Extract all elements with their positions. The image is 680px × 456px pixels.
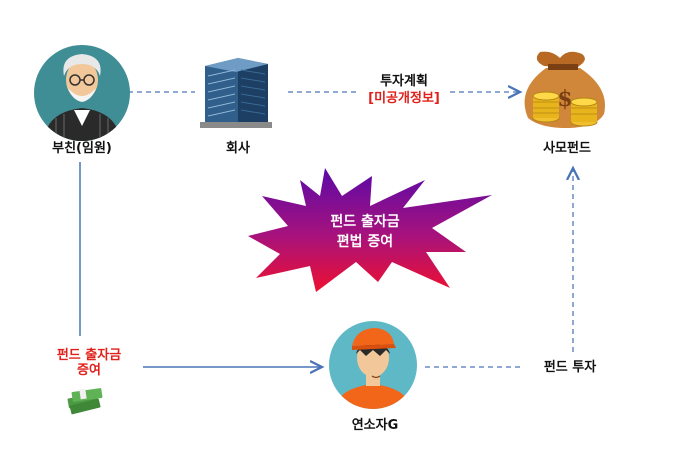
fund-label: 사모펀드	[543, 141, 591, 156]
investment-plan-label: 투자계획	[380, 74, 428, 89]
gift-label-line1: 펀드 출자금	[56, 348, 122, 363]
company-label: 회사	[226, 141, 250, 156]
child-avatar-icon	[329, 321, 417, 409]
svg-text:$: $	[557, 86, 572, 112]
burst-text-line2: 편법 증여	[336, 234, 394, 250]
company-building-icon	[200, 58, 272, 128]
illegal-gift-burst-shape	[248, 168, 492, 292]
undisclosed-info-label: [미공개정보]	[368, 91, 440, 106]
child-label: 연소자G	[351, 418, 399, 433]
fund-invest-label: 펀드 투자	[543, 360, 597, 375]
burst-text-line1: 펀드 출자금	[330, 214, 400, 230]
father-label: 부친(임원)	[52, 141, 112, 156]
father-avatar-icon	[34, 45, 130, 141]
money-bag-icon: $	[524, 51, 605, 128]
gift-label-line2: 증여	[77, 363, 101, 378]
cash-stack-icon	[67, 388, 103, 415]
